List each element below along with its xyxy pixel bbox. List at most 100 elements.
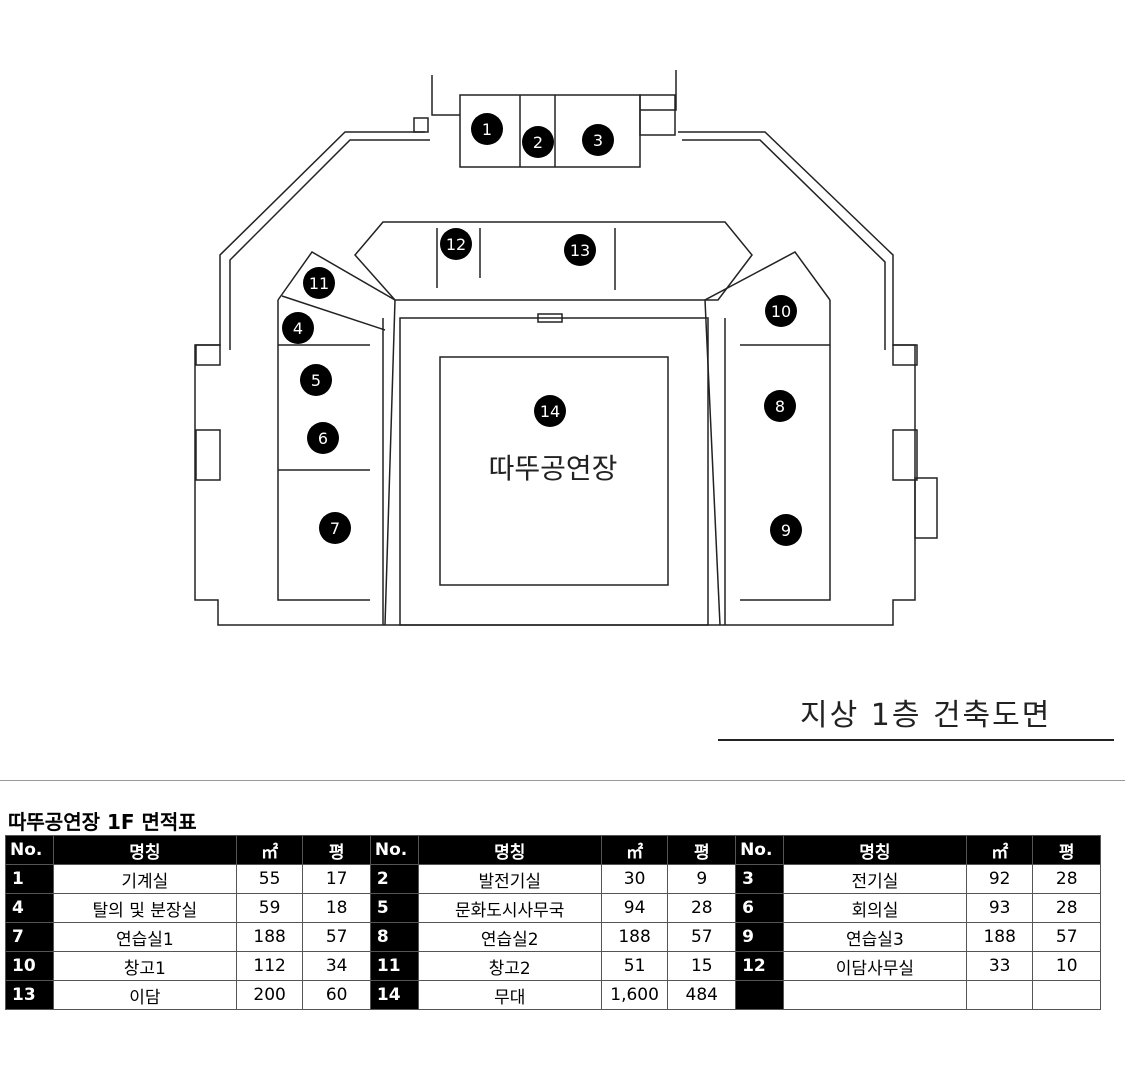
area-pyeong-cell: 34 [302, 951, 371, 981]
room-number-cell: 2 [369, 864, 419, 894]
area-pyeong-cell: 10 [1032, 951, 1101, 981]
header-name: 명칭 [782, 835, 967, 865]
room-marker-number: 2 [533, 133, 543, 152]
room-marker [770, 514, 802, 546]
room-marker-number: 12 [446, 235, 466, 254]
room-name-cell: 이담 [52, 980, 237, 1010]
area-sqm-cell: 93 [965, 893, 1034, 923]
room-marker [440, 228, 472, 260]
header-pyeong: 평 [302, 835, 371, 865]
caption-underline [718, 739, 1114, 741]
room-number-cell: 1 [5, 864, 54, 894]
room-marker-number: 14 [540, 402, 560, 421]
area-sqm-cell: 33 [965, 951, 1034, 981]
room-number-cell: 4 [5, 893, 54, 923]
room-marker-number: 9 [781, 521, 791, 540]
header-name: 명칭 [52, 835, 237, 865]
area-sqm-cell: 188 [965, 922, 1034, 952]
area-sqm-cell [965, 980, 1034, 1010]
room-name-cell: 연습실3 [782, 922, 967, 952]
hall-label: 따뚜공연장 [489, 452, 618, 485]
room-number-cell: 3 [735, 864, 784, 894]
area-pyeong-cell: 17 [302, 864, 371, 894]
area-sqm-cell: 112 [235, 951, 304, 981]
room-name-cell: 전기실 [782, 864, 967, 894]
area-pyeong-cell: 60 [302, 980, 371, 1010]
room-marker-number: 4 [293, 319, 303, 338]
area-pyeong-cell: 28 [667, 893, 737, 923]
area-sqm-cell: 51 [600, 951, 669, 981]
room-marker [582, 124, 614, 156]
room-name-cell: 창고2 [417, 951, 602, 981]
room-name-cell: 기계실 [52, 864, 237, 894]
room-marker-number: 10 [771, 302, 791, 321]
area-sqm-cell: 59 [235, 893, 304, 923]
room-number-cell: 6 [735, 893, 784, 923]
header-sqm: ㎡ [235, 835, 304, 865]
header-pyeong: 평 [1032, 835, 1101, 865]
room-marker-number: 6 [318, 429, 328, 448]
room-marker [765, 295, 797, 327]
section-divider [0, 780, 1125, 781]
header-sqm: ㎡ [965, 835, 1034, 865]
area-pyeong-cell: 57 [1032, 922, 1101, 952]
room-marker [307, 422, 339, 454]
room-marker-number: 5 [311, 371, 321, 390]
room-marker [534, 395, 566, 427]
area-pyeong-cell: 28 [1032, 864, 1101, 894]
room-marker [764, 390, 796, 422]
room-number-cell: 5 [369, 893, 419, 923]
drawing-caption: 지상 1층 건축도면 [800, 698, 1052, 733]
room-name-cell: 회의실 [782, 893, 967, 923]
room-number-cell: 13 [5, 980, 54, 1010]
area-pyeong-cell: 57 [302, 922, 371, 952]
area-pyeong-cell: 57 [667, 922, 737, 952]
room-name-cell: 탈의 및 분장실 [52, 893, 237, 923]
room-marker-number: 3 [593, 131, 603, 150]
area-pyeong-cell: 484 [667, 980, 737, 1010]
area-sqm-cell: 30 [600, 864, 669, 894]
area-pyeong-cell: 28 [1032, 893, 1101, 923]
room-number-cell: 11 [369, 951, 419, 981]
area-pyeong-cell: 9 [667, 864, 737, 894]
room-number-cell: 14 [369, 980, 419, 1010]
room-name-cell: 연습실2 [417, 922, 602, 952]
header-name: 명칭 [417, 835, 602, 865]
room-name-cell: 창고1 [52, 951, 237, 981]
area-sqm-cell: 1,600 [600, 980, 669, 1010]
area-pyeong-cell [1032, 980, 1101, 1010]
room-number-cell [735, 980, 784, 1010]
room-marker [303, 267, 335, 299]
room-marker [282, 312, 314, 344]
room-markers [282, 113, 802, 546]
area-sqm-cell: 92 [965, 864, 1034, 894]
room-name-cell: 이담사무실 [782, 951, 967, 981]
room-number-cell: 8 [369, 922, 419, 952]
area-pyeong-cell: 15 [667, 951, 737, 981]
area-sqm-cell: 188 [600, 922, 669, 952]
room-name-cell: 무대 [417, 980, 602, 1010]
header-no: No. [735, 835, 784, 865]
area-sqm-cell: 200 [235, 980, 304, 1010]
room-marker [319, 512, 351, 544]
floor-plan-walls [194, 70, 938, 626]
room-marker [300, 364, 332, 396]
header-no: No. [369, 835, 419, 865]
room-number-cell: 9 [735, 922, 784, 952]
header-no: No. [5, 835, 54, 865]
area-sqm-cell: 188 [235, 922, 304, 952]
room-name-cell: 연습실1 [52, 922, 237, 952]
header-sqm: ㎡ [600, 835, 669, 865]
room-marker-number: 8 [775, 397, 785, 416]
room-number-cell: 7 [5, 922, 54, 952]
table-header-row: No. 명칭 ㎡ 평 No. 명칭 ㎡ 평 No. 명칭 ㎡ 평 [5, 835, 1101, 865]
area-pyeong-cell: 18 [302, 893, 371, 923]
room-name-cell: 발전기실 [417, 864, 602, 894]
room-name-cell [782, 980, 967, 1010]
